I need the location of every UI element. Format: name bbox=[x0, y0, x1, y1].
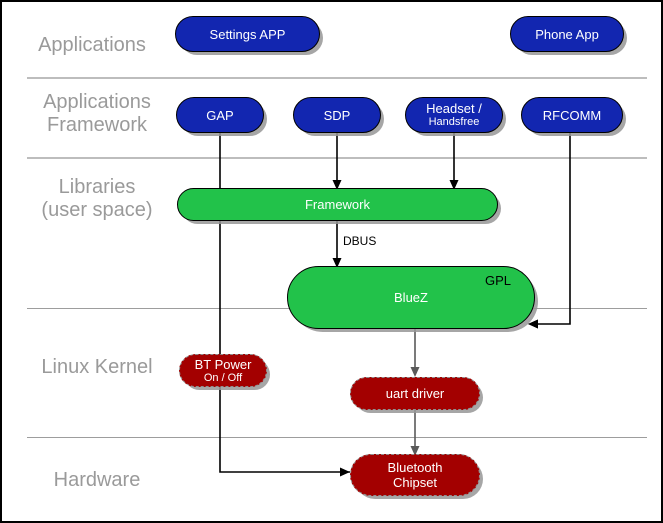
node-bluetooth-chipset-label-line2: Chipset bbox=[392, 475, 438, 490]
node-headset-handsfree-label-line2: Handsfree bbox=[428, 116, 480, 128]
wire-headset-arrowhead bbox=[449, 180, 459, 190]
node-bluetooth-chipset[interactable]: Bluetooth Chipset bbox=[350, 454, 480, 496]
node-bluetooth-chipset-label-line1: Bluetooth bbox=[387, 460, 443, 475]
node-gap[interactable]: GAP bbox=[176, 97, 264, 133]
separator-applications bbox=[27, 77, 647, 79]
node-headset-handsfree[interactable]: Headset / Handsfree bbox=[405, 97, 503, 133]
wire-gap-arrowhead bbox=[340, 467, 350, 477]
wire-rfcomm-arrowhead bbox=[528, 319, 538, 329]
annotation-gpl: GPL bbox=[485, 273, 512, 288]
layer-label-linux-kernel: Linux Kernel bbox=[41, 356, 153, 378]
node-phone-app[interactable]: Phone App bbox=[510, 16, 624, 52]
node-uart-driver-label: uart driver bbox=[385, 386, 445, 401]
wire-uart-arrowhead bbox=[410, 367, 420, 377]
node-phone-app-label: Phone App bbox=[535, 26, 599, 42]
wire-rfcomm-to-bluez bbox=[532, 133, 571, 325]
node-settings-app[interactable]: Settings APP bbox=[175, 16, 320, 52]
layer-label-applications-framework: Applications Framework bbox=[43, 91, 151, 136]
node-framework[interactable]: Framework bbox=[177, 188, 498, 221]
node-rfcomm[interactable]: RFCOMM bbox=[521, 97, 623, 133]
wire-dbus-arrowhead bbox=[332, 258, 342, 268]
node-sdp-label: SDP bbox=[323, 107, 351, 123]
node-settings-app-label: Settings APP bbox=[209, 26, 286, 42]
node-uart-driver[interactable]: uart driver bbox=[350, 377, 480, 410]
node-bluez-label: BlueZ bbox=[394, 290, 428, 305]
node-bt-power-label-line2: On / Off bbox=[203, 371, 243, 384]
separator-linux-kernel bbox=[27, 437, 647, 438]
node-gap-label: GAP bbox=[206, 107, 234, 123]
node-rfcomm-label: RFCOMM bbox=[542, 107, 602, 123]
node-bt-power-label-line1: BT Power bbox=[194, 356, 252, 372]
node-bluez[interactable]: BlueZ bbox=[287, 266, 535, 329]
layer-label-libraries: Libraries (user space) bbox=[41, 176, 153, 221]
layer-label-hardware: Hardware bbox=[53, 469, 141, 491]
wire-chipset-arrowhead bbox=[410, 446, 420, 456]
node-headset-handsfree-label-line1: Headset / bbox=[426, 101, 482, 116]
node-sdp[interactable]: SDP bbox=[293, 97, 381, 133]
annotation-dbus: DBUS bbox=[343, 234, 377, 248]
wire-sdp-arrowhead bbox=[332, 180, 342, 190]
node-bt-power[interactable]: BT Power On / Off bbox=[179, 354, 267, 387]
layer-label-applications: Applications bbox=[38, 34, 146, 56]
wire-gap-to-chipset bbox=[219, 133, 350, 473]
node-framework-label: Framework bbox=[304, 197, 370, 212]
